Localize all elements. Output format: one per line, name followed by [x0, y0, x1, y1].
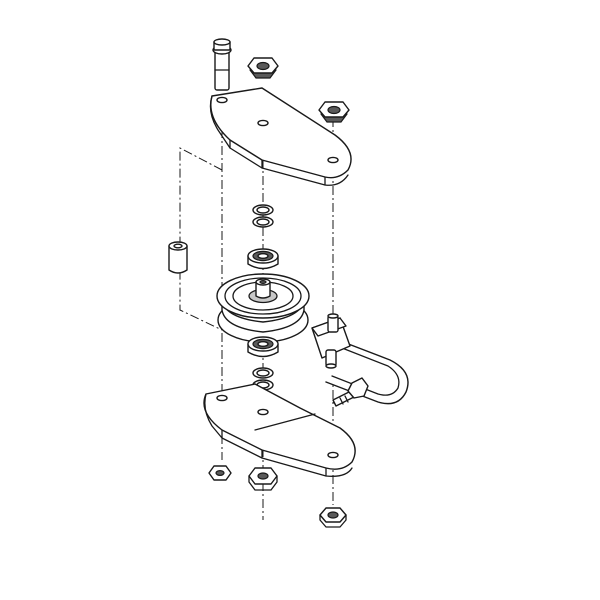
centerline-spacer-offset [179, 147, 223, 331]
retaining-ring-lower-a [252, 367, 274, 379]
bearing-lower [247, 336, 279, 358]
retaining-ring-upper-a [252, 204, 274, 216]
bearing-upper [247, 248, 279, 270]
hex-nut-top-center [247, 57, 279, 79]
hex-bolt [332, 377, 369, 407]
lower-idler-bracket [203, 383, 356, 477]
upper-idler-bracket [209, 87, 352, 186]
hex-nut-bottom-right [319, 507, 347, 528]
hex-nut-bottom-left [208, 465, 232, 481]
carriage-bolt [212, 38, 232, 91]
eye-bolt-clevis [311, 313, 409, 405]
idler-pulley [216, 273, 310, 343]
center-lines [179, 95, 334, 520]
hex-nut-top-right [318, 101, 350, 123]
spacer-bushing [168, 241, 188, 274]
hex-nut-bottom-center [248, 467, 278, 491]
retaining-ring-upper-b [252, 216, 274, 228]
